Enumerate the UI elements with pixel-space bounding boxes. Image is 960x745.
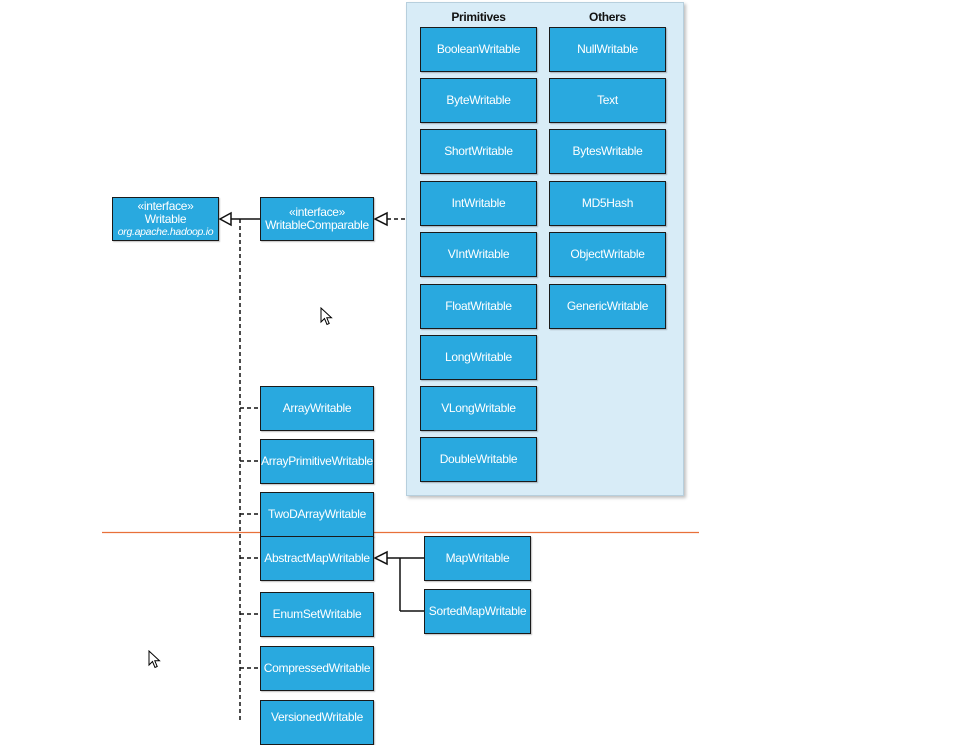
class-box-primitive: IntWritable — [420, 181, 537, 226]
class-box-other: NullWritable — [549, 27, 666, 72]
class-box-primitive: DoubleWritable — [420, 437, 537, 482]
class-box-implementation: AbstractMapWritable — [260, 536, 374, 581]
class-hierarchy-diagram: Primitives Others BooleanWritable ByteWr… — [102, 2, 699, 745]
class-box-primitive: ShortWritable — [420, 129, 537, 174]
others-header: Others — [589, 10, 626, 24]
class-box-implementation: TwoDArrayWritable — [260, 492, 374, 537]
class-box-other: GenericWritable — [549, 284, 666, 329]
class-box-primitive: BooleanWritable — [420, 27, 537, 72]
class-box-other: MD5Hash — [549, 181, 666, 226]
class-box-primitive: FloatWritable — [420, 284, 537, 329]
writable-comparable-interface-box: «interface» WritableComparable — [260, 197, 374, 241]
interface-name: WritableComparable — [265, 218, 369, 232]
stereotype-label: «interface» — [288, 205, 346, 219]
class-box-implementation: CompressedWritable — [260, 646, 374, 691]
class-box-primitive: VLongWritable — [420, 386, 537, 431]
class-box-map-subclass: SortedMapWritable — [424, 589, 531, 634]
writable-interface-box: «interface» Writable org.apache.hadoop.i… — [112, 197, 219, 241]
class-box-primitive: LongWritable — [420, 335, 537, 380]
package-label: org.apache.hadoop.io — [117, 225, 214, 238]
mouse-cursor-icon — [320, 307, 333, 326]
mouse-cursor-icon — [148, 650, 161, 669]
class-box-primitive: ByteWritable — [420, 78, 537, 123]
class-box-primitive: VIntWritable — [420, 232, 537, 277]
class-box-implementation: VersionedWritable — [260, 700, 374, 745]
class-box-other: ObjectWritable — [549, 232, 666, 277]
connector-lines — [102, 211, 699, 720]
class-box-implementation: EnumSetWritable — [260, 592, 374, 637]
class-box-other: BytesWritable — [549, 129, 666, 174]
primitives-header: Primitives — [451, 10, 506, 24]
class-box-implementation: ArrayWritable — [260, 386, 374, 431]
stereotype-label: «interface» — [137, 198, 194, 213]
class-box-map-subclass: MapWritable — [424, 536, 531, 581]
class-box-implementation: ArrayPrimitiveWritable — [260, 439, 374, 484]
interface-name: Writable — [144, 211, 187, 226]
class-box-other: Text — [549, 78, 666, 123]
